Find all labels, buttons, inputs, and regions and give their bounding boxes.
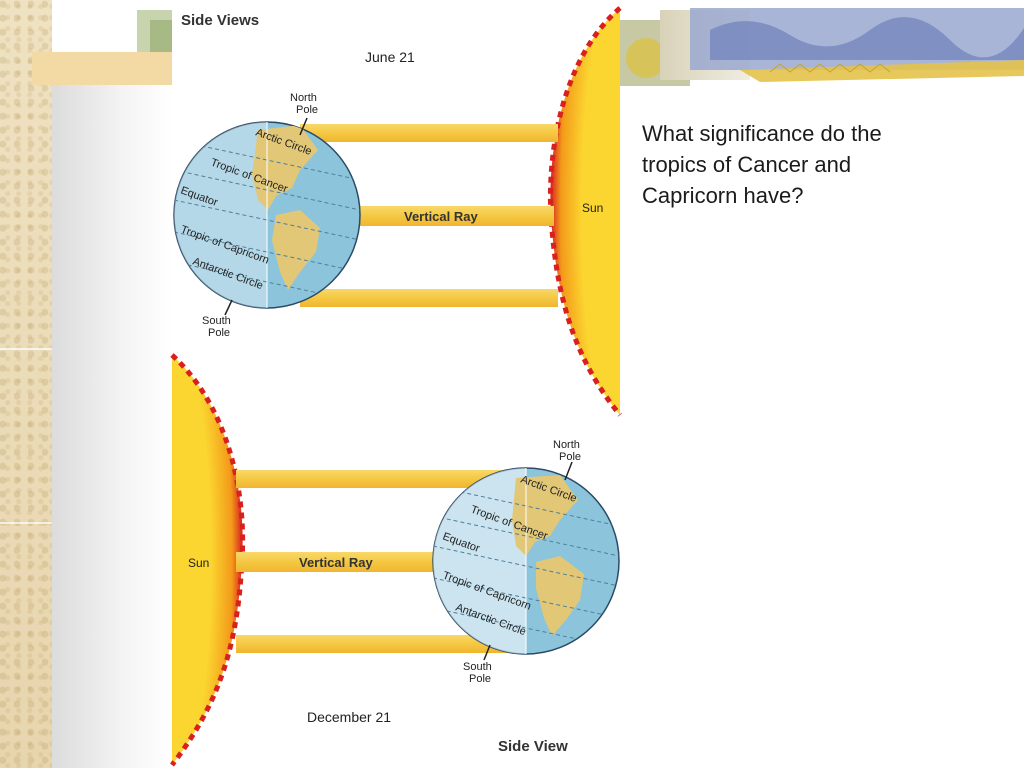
june-ray-bottom — [300, 289, 558, 307]
june-vertical-ray — [350, 206, 554, 226]
tan-block — [32, 52, 172, 85]
june-sun: Sun — [547, 6, 622, 417]
border-separator — [0, 522, 52, 524]
parchment-border — [0, 0, 52, 768]
december-globe: Arctic Circle Tropic of Cancer Equator T… — [432, 461, 620, 661]
footer-label: Side View — [498, 738, 568, 755]
december-ray-bottom — [236, 635, 511, 653]
side-shadow — [52, 85, 172, 768]
june-north-pole-label: Pole — [296, 104, 318, 116]
december-south-pole-label: South — [463, 661, 492, 673]
june-ray-label: Vertical Ray — [404, 209, 478, 224]
collage-image — [620, 0, 1024, 86]
border-separator — [0, 348, 52, 350]
header-label: Side Views — [181, 12, 259, 29]
december-ray-label: Vertical Ray — [299, 555, 373, 570]
december-sun: Sun — [170, 353, 246, 767]
june-south-pole-label: South — [202, 315, 231, 327]
december-north-pole-label: North — [553, 439, 580, 451]
june-date: June 21 — [365, 49, 415, 65]
june-sun-label: Sun — [582, 201, 603, 215]
top-right-decoration — [620, 0, 1024, 86]
december-north-pole-label: Pole — [559, 451, 581, 463]
december-ray-top — [236, 470, 511, 488]
june-north-pole-label: North — [290, 92, 317, 104]
december-panel: Sun Vertical Ray — [170, 353, 620, 767]
december-vertical-ray — [236, 552, 436, 572]
june-globe: Arctic Circle Tropic of Cancer Equator T… — [173, 117, 361, 316]
top-left-decoration — [32, 0, 172, 85]
december-sun-label: Sun — [188, 556, 209, 570]
june-panel: June 21 Sun Vertical Ray — [173, 6, 622, 417]
question-text: What significance do the tropics of Canc… — [642, 121, 882, 208]
december-date: December 21 — [307, 709, 391, 725]
december-south-pole-label: Pole — [469, 673, 491, 685]
june-south-pole-label: Pole — [208, 327, 230, 339]
june-ray-top — [300, 124, 558, 142]
earth-sun-diagram: Side Views June 21 Sun Vertical Ray — [170, 6, 622, 767]
